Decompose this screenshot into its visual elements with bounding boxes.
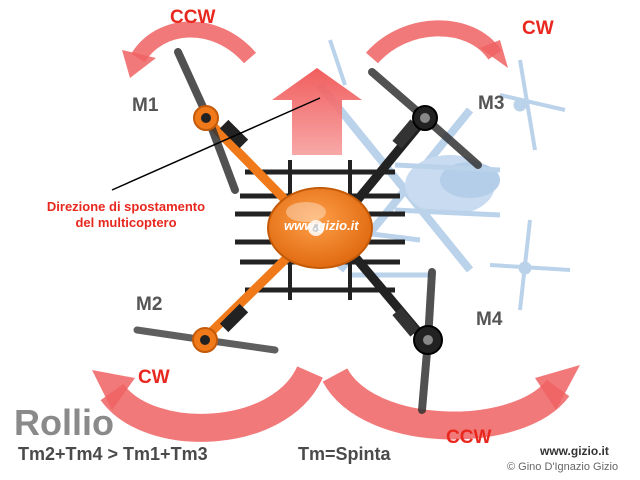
rotation-label-m3: CW	[522, 18, 554, 39]
motor-label-m3: M3	[478, 93, 505, 114]
cw-arrow-m3	[365, 20, 508, 68]
rotation-label-m1: CCW	[170, 7, 216, 28]
direction-leader-line	[111, 97, 321, 191]
propeller-m1	[174, 48, 239, 194]
ccw-arrow-m4	[322, 365, 580, 440]
site-credit: www.gizio.it	[540, 444, 609, 458]
direction-label: Direzione di spostamento del multicopter…	[26, 199, 226, 231]
rotation-label-m2: CW	[138, 367, 170, 388]
direction-label-line2: del multicoptero	[75, 215, 177, 230]
diagram-title: Rollio	[14, 402, 114, 443]
drone-body	[267, 187, 373, 269]
motor-label-m1: M1	[132, 95, 159, 116]
ghost-tilted-drone	[316, 39, 571, 311]
thrust-formula: Tm2+Tm4 > Tm1+Tm3	[18, 444, 208, 464]
thrust-legend: Tm=Spinta	[298, 444, 391, 464]
ccw-arrow-m1	[122, 21, 257, 78]
motor-label-m4: M4	[476, 309, 503, 330]
direction-label-line1: Direzione di spostamento	[46, 199, 206, 214]
propeller-m2	[133, 326, 279, 354]
motor-label-m2: M2	[136, 294, 163, 315]
body-logo: www.gizio.it	[284, 218, 359, 233]
direction-arrow	[272, 68, 362, 155]
cw-arrow-m2	[92, 365, 323, 442]
author-credit: © Gino D'Ignazio Gizio	[507, 461, 619, 473]
rotation-label-m4: CCW	[446, 427, 492, 448]
propeller-m4	[413, 268, 443, 414]
propeller-m3	[368, 68, 482, 169]
